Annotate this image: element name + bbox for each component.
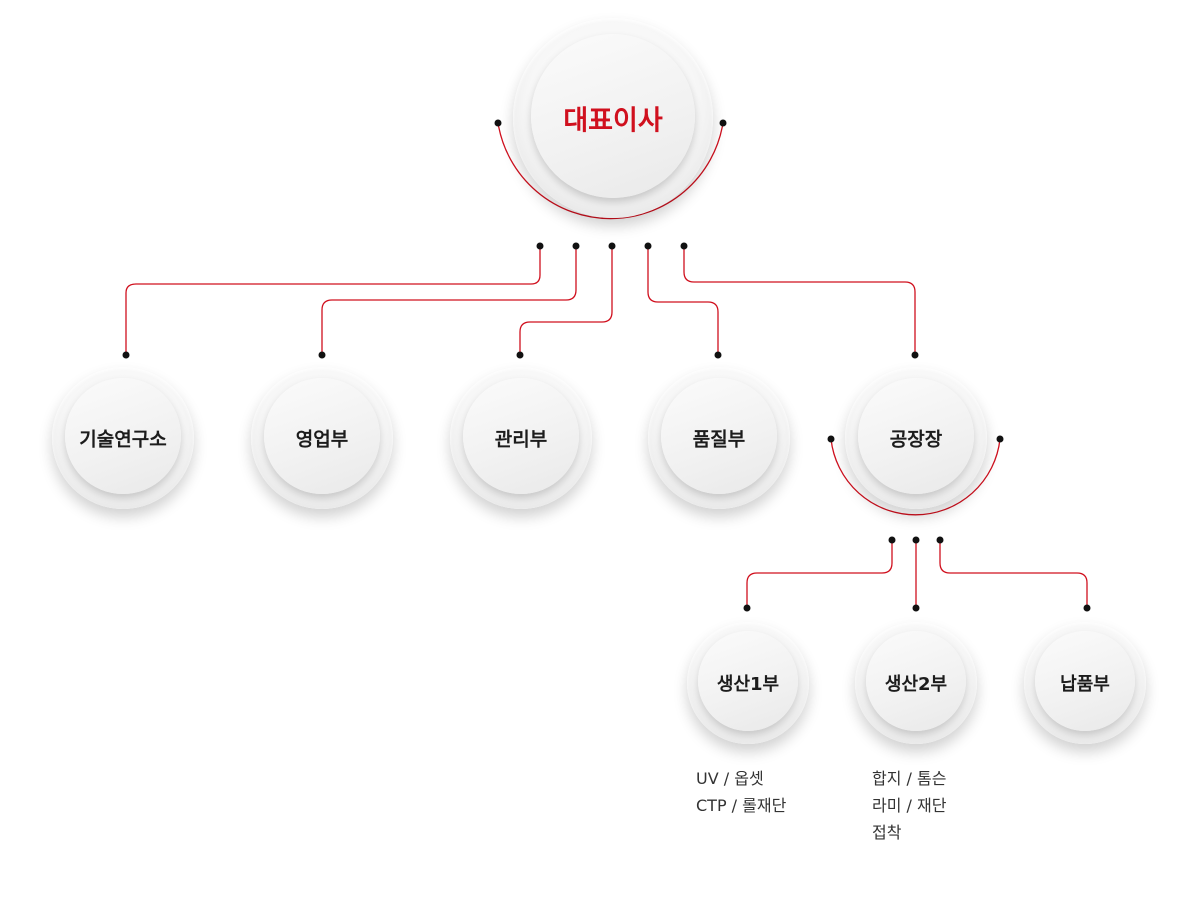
unit-label-delivery: 납품부 <box>1060 674 1110 695</box>
connector-dot <box>608 242 616 250</box>
dept-label-factory: 공장장 <box>889 428 943 451</box>
detail-line: 접착 <box>872 823 902 842</box>
connector-factory-delivery <box>939 540 1088 608</box>
factory-arc <box>830 438 1001 516</box>
detail-line: 합지 / 톰슨 <box>872 769 947 788</box>
connector-dot <box>888 536 896 544</box>
connector-ceo-sales <box>321 246 577 355</box>
dept-node-admin: 관리부 <box>450 367 592 509</box>
dept-label-rnd: 기술연구소 <box>79 428 167 451</box>
connector-dot <box>318 351 326 359</box>
connector-dot <box>743 604 751 612</box>
connector-dot <box>827 435 835 443</box>
unit-node-production1: 생산1부 <box>687 622 809 744</box>
connector-ceo-admin <box>519 246 613 355</box>
connector-dot <box>644 242 652 250</box>
connector-dot <box>122 351 130 359</box>
connector-dot <box>516 351 524 359</box>
connector-ceo-rnd <box>125 246 541 355</box>
connector-dot <box>912 536 920 544</box>
connector-dot <box>572 242 580 250</box>
connector-ceo-factory <box>683 246 916 355</box>
connector-dot <box>680 242 688 250</box>
connector-dot <box>536 242 544 250</box>
dept-node-rnd: 기술연구소 <box>52 367 194 509</box>
connector-dot <box>996 435 1004 443</box>
dept-label-admin: 관리부 <box>494 428 548 451</box>
connector-factory-prod1 <box>746 540 893 608</box>
dept-node-quality: 품질부 <box>648 367 790 509</box>
production1-details: UV / 옵셋 CTP / 롤재단 <box>696 765 786 819</box>
dept-label-quality: 품질부 <box>692 428 746 451</box>
connector-dot <box>1083 604 1091 612</box>
dept-label-sales: 영업부 <box>295 428 349 451</box>
ceo-arc <box>497 122 724 220</box>
detail-line: UV / 옵셋 <box>696 769 764 788</box>
connector-dot <box>719 119 727 127</box>
detail-line: 라미 / 재단 <box>872 796 947 815</box>
connector-ceo-quality <box>647 246 719 355</box>
production2-details: 합지 / 톰슨 라미 / 재단 접착 <box>872 765 946 846</box>
connector-dot <box>912 604 920 612</box>
ceo-label: 대표이사 <box>563 105 663 137</box>
unit-node-production2: 생산2부 <box>855 622 977 744</box>
dept-node-sales: 영업부 <box>251 367 393 509</box>
connector-dot <box>911 351 919 359</box>
ceo-node: 대표이사 <box>513 18 713 218</box>
detail-line: CTP / 롤재단 <box>696 796 787 815</box>
connector-dot <box>936 536 944 544</box>
unit-label-production2: 생산2부 <box>884 674 948 695</box>
dept-node-factory: 공장장 <box>845 367 987 509</box>
unit-node-delivery: 납품부 <box>1024 622 1146 744</box>
connector-dot <box>714 351 722 359</box>
connector-dot <box>494 119 502 127</box>
unit-label-production1: 생산1부 <box>716 674 780 695</box>
